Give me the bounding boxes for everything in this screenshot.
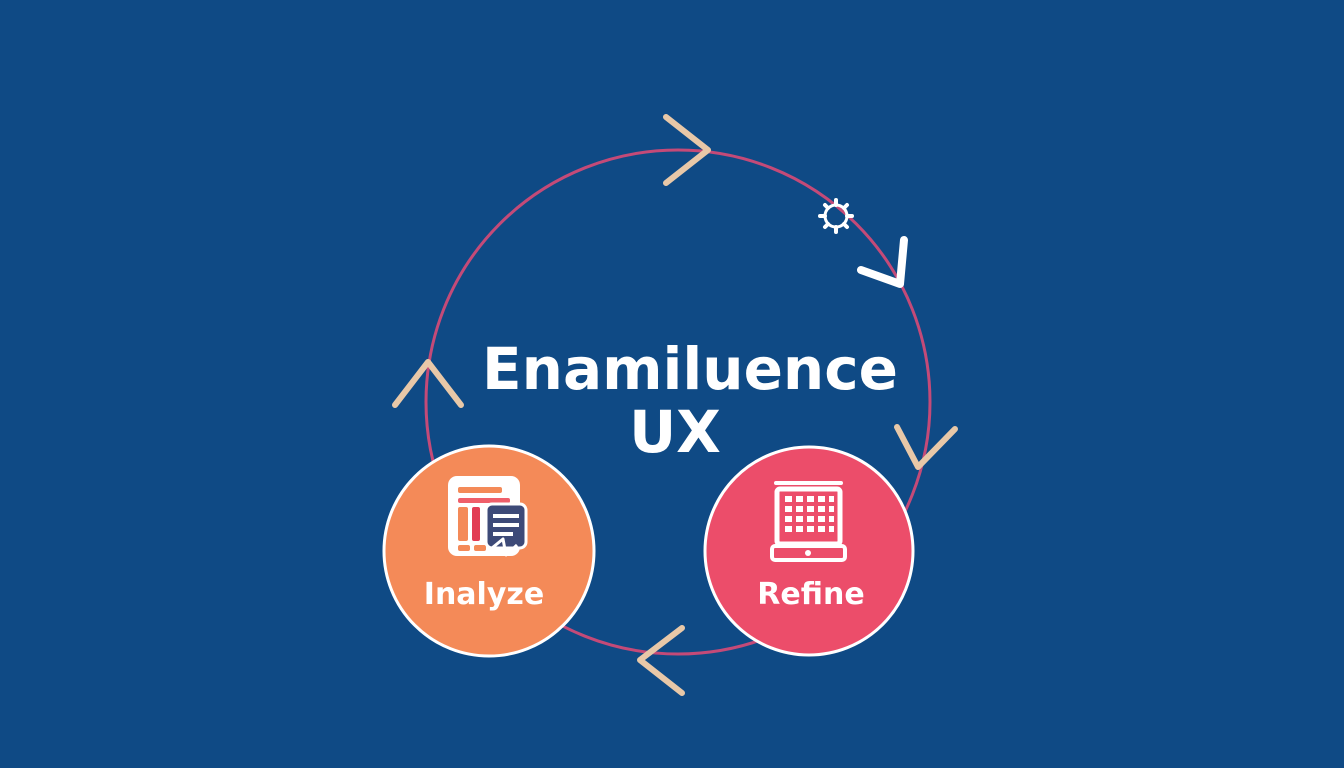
check-mark-icon: [857, 236, 908, 288]
node-refine: Refine: [703, 445, 915, 657]
node-refine-label: Refine: [757, 577, 864, 612]
diagram-title-line2: UX: [629, 398, 721, 466]
arrow-top-chevron: [663, 114, 711, 186]
arrow-left-chevron: [392, 359, 464, 408]
cycle-ring: [424, 148, 932, 656]
node-inalyze: Inalyze: [382, 444, 596, 658]
diagram-title-line1: Enamiluence: [482, 335, 898, 403]
report-document-icon: [448, 476, 528, 557]
arrow-bottom-chevron: [637, 625, 685, 696]
gear-icon: [818, 198, 854, 234]
grid-device-icon: [770, 481, 847, 562]
node-inalyze-label: Inalyze: [424, 577, 544, 612]
arrow-right-chevron: [894, 424, 958, 470]
